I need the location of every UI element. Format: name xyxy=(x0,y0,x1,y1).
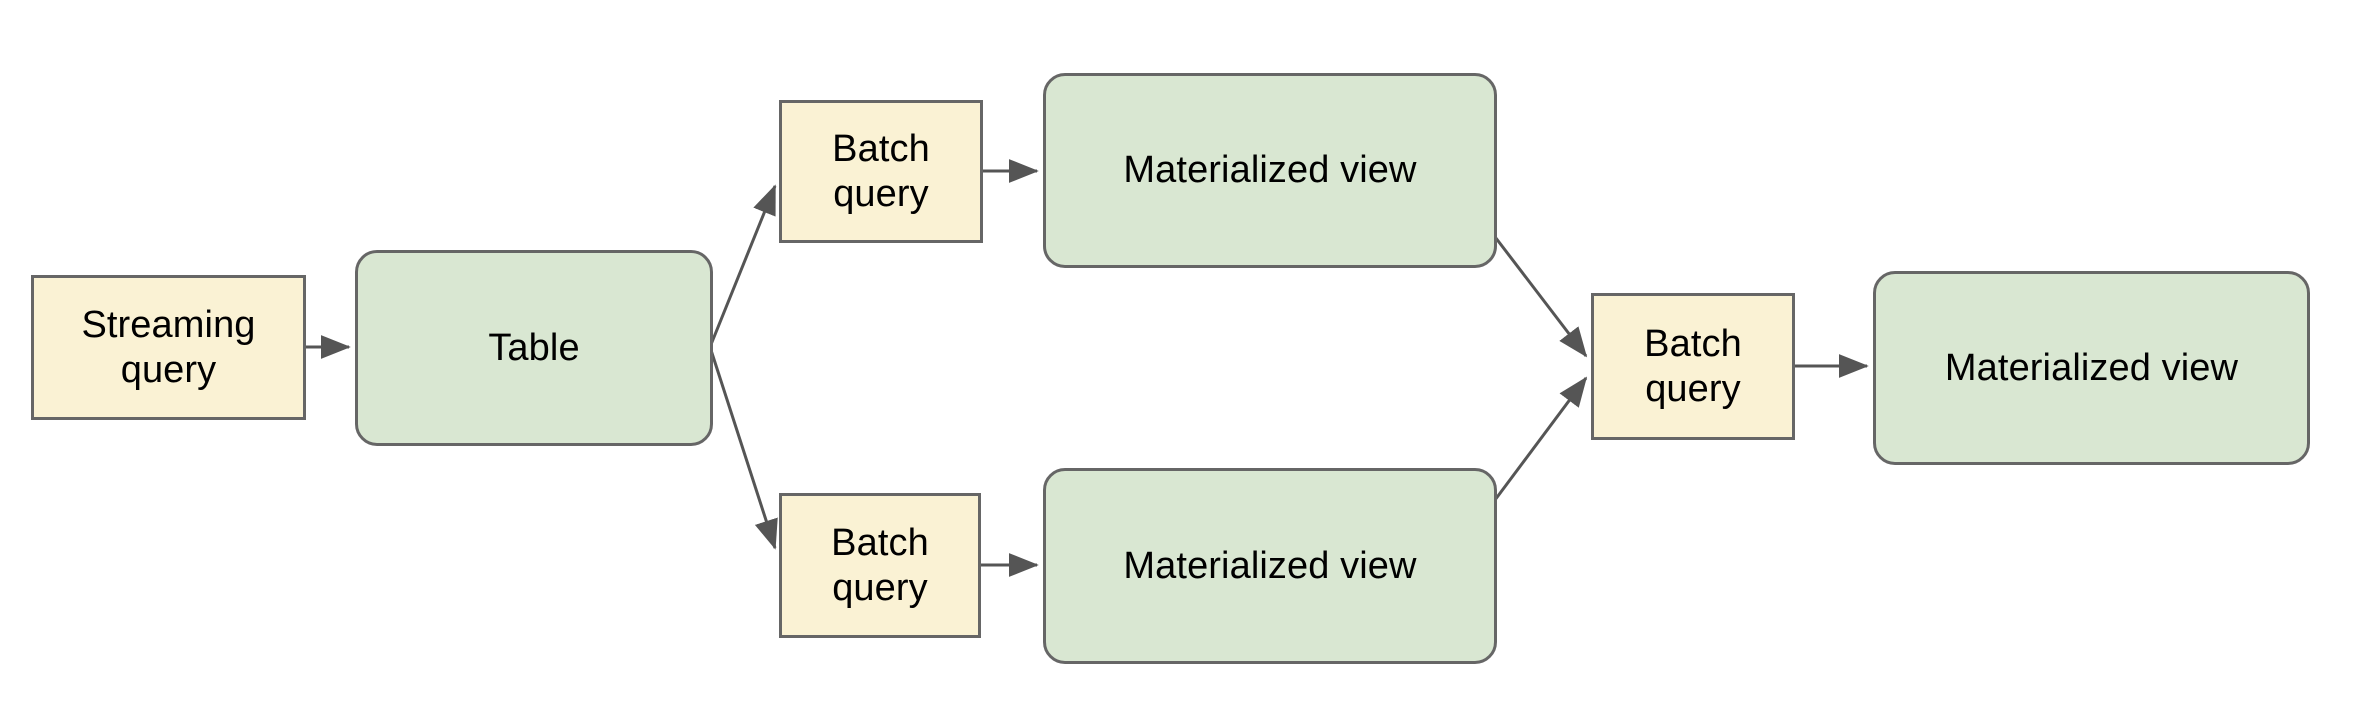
node-label-batch-query-bottom: Batch query xyxy=(831,521,929,609)
node-label-materialized-view-top: Materialized view xyxy=(1123,149,1417,192)
node-label-table: Table xyxy=(488,326,580,369)
node-table[interactable]: Table xyxy=(355,250,713,446)
node-batch-query-top[interactable]: Batch query xyxy=(779,100,983,243)
node-batch-query-merge[interactable]: Batch query xyxy=(1591,293,1795,440)
edge-table-to-batch-top xyxy=(708,184,777,348)
node-label-batch-query-top: Batch query xyxy=(832,127,930,215)
node-batch-query-bottom[interactable]: Batch query xyxy=(779,493,981,638)
node-streaming-query[interactable]: Streaming query xyxy=(31,275,306,420)
edge-mv-top-to-batch-merge xyxy=(1487,228,1588,358)
node-label-batch-query-merge: Batch query xyxy=(1644,322,1742,410)
node-label-streaming-query: Streaming query xyxy=(81,303,256,391)
edge-mv-bottom-to-batch-merge xyxy=(1487,376,1588,509)
node-label-materialized-view-final: Materialized view xyxy=(1944,346,2239,389)
edge-table-to-batch-bottom xyxy=(708,346,778,550)
node-materialized-view-bottom[interactable]: Materialized view xyxy=(1043,468,1497,664)
node-label-materialized-view-bottom: Materialized view xyxy=(1123,544,1417,587)
node-materialized-view-final[interactable]: Materialized view xyxy=(1873,271,2310,465)
node-materialized-view-top[interactable]: Materialized view xyxy=(1043,73,1497,268)
